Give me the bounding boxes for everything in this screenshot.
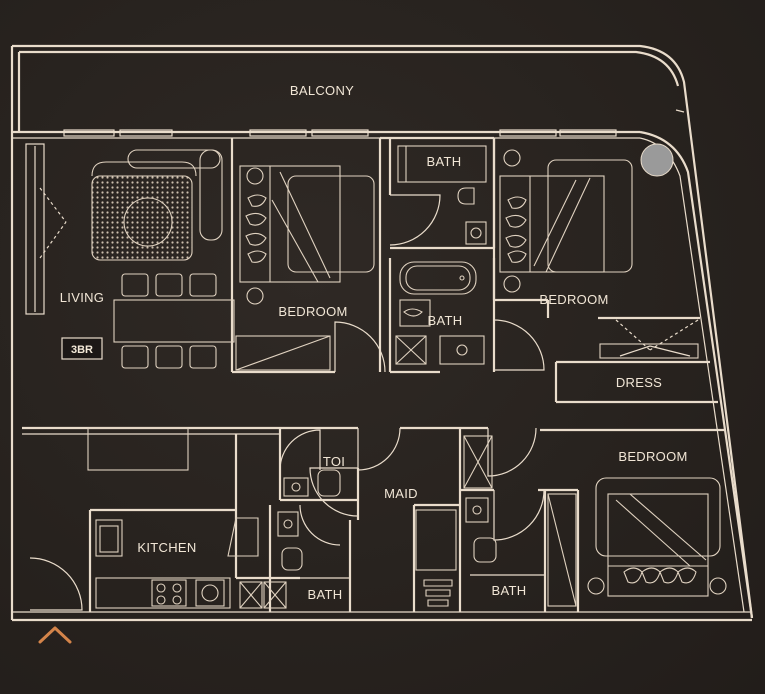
bedroom-2-furniture	[499, 149, 633, 293]
room-label-dress: DRESS	[616, 375, 662, 390]
room-label-toi: TOI	[323, 454, 345, 469]
room-label-bath-bottom-left: BATH	[308, 587, 343, 602]
room-label-bedroom-2: BEDROOM	[539, 292, 608, 307]
column-marker	[640, 143, 674, 177]
room-label-living: LIVING	[60, 290, 104, 305]
bedroom-3-furniture	[547, 477, 727, 607]
chevron-up-icon	[38, 626, 72, 644]
room-label-bedroom-3: BEDROOM	[618, 449, 687, 464]
bath-top-fixtures	[397, 145, 487, 245]
room-label-bedroom-1: BEDROOM	[278, 304, 347, 319]
living-furniture	[39, 149, 235, 369]
outer-walls	[10, 44, 754, 622]
room-label-balcony: BALCONY	[290, 83, 354, 98]
bath-mid-fixtures	[395, 261, 485, 365]
bedroom-1-furniture	[235, 165, 375, 371]
room-label-bath-top: BATH	[427, 154, 462, 169]
unit-type-label: 3BR	[71, 344, 93, 356]
unit-type-badge: 3BR	[61, 337, 103, 360]
service-fixtures	[277, 435, 497, 607]
glazing	[25, 129, 617, 315]
interior-walls	[22, 136, 724, 612]
room-label-kitchen: KITCHEN	[137, 540, 196, 555]
room-label-maid: MAID	[384, 486, 418, 501]
scroll-up-button[interactable]	[34, 618, 76, 652]
dress-fixtures	[599, 319, 699, 359]
room-label-bath-mid: BATH	[428, 313, 463, 328]
kitchen-fixtures	[87, 427, 287, 609]
room-label-bath-bottom-right: BATH	[492, 583, 527, 598]
